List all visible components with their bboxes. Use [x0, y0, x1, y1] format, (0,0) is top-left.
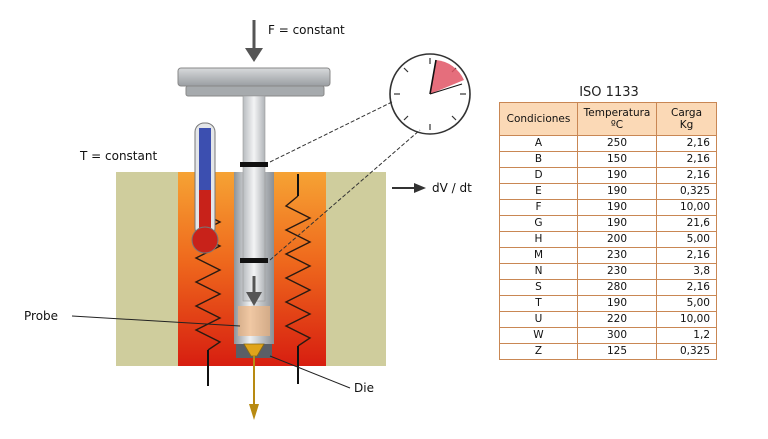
cell-condition: S [499, 279, 578, 296]
cell-condition: F [499, 199, 578, 216]
cell-condition: M [499, 247, 578, 264]
rod-mark-lower [240, 258, 268, 263]
cell-temperature: 280 [577, 279, 657, 296]
probe-leader [71, 315, 241, 327]
cell-load: 10,00 [656, 199, 717, 216]
temp-label: T = constant [79, 149, 157, 163]
cell-condition: G [499, 215, 578, 232]
cell-temperature: 200 [577, 231, 657, 248]
cell-condition: D [499, 167, 578, 184]
cell-condition: E [499, 183, 578, 200]
die-label: Die [354, 381, 374, 395]
thermometer [191, 122, 219, 254]
dial-gauge [389, 53, 471, 135]
flow-arrow [392, 183, 426, 193]
melt-sample [238, 306, 270, 336]
cell-load: 2,16 [656, 151, 717, 168]
piston-rod [242, 95, 266, 302]
table-header-row: Condiciones Temperatura ºC Carga Kg [499, 102, 717, 136]
cell-condition: H [499, 231, 578, 248]
force-arrow [245, 20, 263, 62]
table-title: ISO 1133 [579, 85, 639, 100]
piston-down-arrow [246, 276, 262, 306]
cell-temperature: 230 [577, 263, 657, 280]
iso-1133-panel: ISO 1133 Condiciones Temperatura ºC Carg… [499, 84, 719, 360]
gauge-pointer-lower [269, 129, 421, 261]
extrudate-strand [249, 356, 259, 420]
gauge-pointer-upper [269, 101, 393, 163]
cell-condition: Z [499, 343, 578, 360]
weight-plate [177, 67, 331, 97]
header-conditions: Condiciones [499, 102, 578, 136]
cell-temperature: 150 [577, 151, 657, 168]
cell-temperature: 190 [577, 167, 657, 184]
cell-load: 10,00 [656, 311, 717, 328]
cell-load: 2,16 [656, 167, 717, 184]
header-temperature: Temperatura ºC [577, 102, 657, 136]
cell-temperature: 220 [577, 311, 657, 328]
flow-label: dV / dt [432, 181, 472, 195]
cell-load: 3,8 [656, 263, 717, 280]
cell-condition: W [499, 327, 578, 344]
cell-load: 21,6 [656, 215, 717, 232]
cell-temperature: 190 [577, 183, 657, 200]
melt-flow-diagram: F = constant T = constant [24, 20, 472, 420]
cell-temperature: 190 [577, 199, 657, 216]
cell-load: 0,325 [656, 343, 717, 360]
cell-temperature: 250 [577, 135, 657, 152]
die-leader [269, 355, 351, 389]
cell-temperature: 190 [577, 295, 657, 312]
cell-load: 2,16 [656, 135, 717, 152]
cell-temperature: 190 [577, 215, 657, 232]
heater-coil-right [284, 195, 312, 347]
cell-condition: A [499, 135, 578, 152]
rod-mark-upper [240, 162, 268, 167]
cell-condition: B [499, 151, 578, 168]
cell-load: 2,16 [656, 247, 717, 264]
probe-label: Probe [24, 309, 58, 323]
cell-temperature: 230 [577, 247, 657, 264]
cell-condition: U [499, 311, 578, 328]
cell-condition: N [499, 263, 578, 280]
cell-load: 0,325 [656, 183, 717, 200]
cell-temperature: 125 [577, 343, 657, 360]
cell-load: 5,00 [656, 295, 717, 312]
heater-coil-left [194, 199, 222, 351]
force-label: F = constant [268, 23, 345, 37]
cell-load: 5,00 [656, 231, 717, 248]
cell-load: 2,16 [656, 279, 717, 296]
cell-condition: T [499, 295, 578, 312]
cell-load: 1,2 [656, 327, 717, 344]
cell-temperature: 300 [577, 327, 657, 344]
header-load: Carga Kg [656, 102, 717, 136]
die-orifice [243, 343, 265, 357]
